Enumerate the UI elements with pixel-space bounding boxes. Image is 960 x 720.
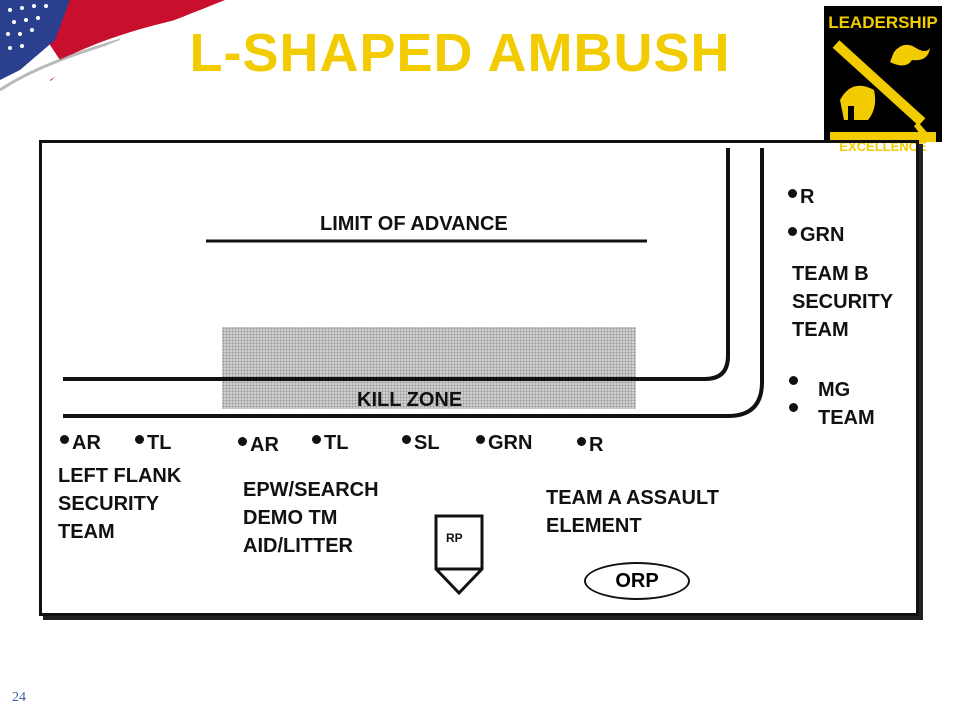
american-flag-graphic [0, 0, 225, 140]
position-grn: GRN [476, 432, 532, 455]
position-dot [788, 189, 797, 198]
team-a-assault-label: TEAM A ASSAULT ELEMENT [546, 487, 719, 537]
leadership-insignia: LEADERSHIP EXCELLENCE [824, 6, 942, 154]
limit-of-advance-label: LIMIT OF ADVANCE [320, 213, 508, 235]
kill-zone-label: KILL ZONE [357, 389, 463, 411]
position-sl: SL [402, 432, 440, 455]
team-b-security-label: TEAM B SECURITY TEAM [792, 263, 894, 341]
epw-search-team-label: EPW/SEARCH DEMO TM AID/LITTER [243, 479, 379, 557]
position-dot [788, 227, 797, 236]
position-r: R [788, 186, 814, 209]
position-dot [238, 437, 247, 446]
kill-zone-area [222, 327, 636, 409]
orp-symbol: ORP [584, 562, 690, 600]
position-dot [60, 435, 69, 444]
orp-label: ORP [615, 569, 659, 592]
mg-team-label: MG TEAM [818, 379, 875, 429]
page-number: 24 [12, 690, 26, 705]
position-dot [476, 435, 485, 444]
position-tl: TL [135, 432, 171, 455]
position-dot [577, 437, 586, 446]
position-ar: AR [238, 434, 279, 457]
position-dot [402, 435, 411, 444]
position-grn: GRN [788, 224, 844, 247]
ambush-diagram-frame [39, 140, 919, 616]
insignia-top-text: LEADERSHIP [828, 13, 938, 32]
position-tl: TL [312, 432, 348, 455]
position-dot [135, 435, 144, 444]
position-r: R [577, 434, 603, 457]
road-outer-edge [63, 148, 764, 418]
left-flank-security-label: LEFT FLANK SECURITY TEAM [58, 465, 182, 543]
position-dot [312, 435, 321, 444]
mg-position-dot [789, 376, 798, 385]
rally-point-symbol [434, 514, 484, 596]
road-inner-edge [63, 148, 730, 381]
rally-point-label: RP [446, 531, 463, 545]
mg-position-dot [789, 403, 798, 412]
position-ar: AR [60, 432, 101, 455]
slide-title: L-SHAPED AMBUSH [189, 23, 731, 83]
